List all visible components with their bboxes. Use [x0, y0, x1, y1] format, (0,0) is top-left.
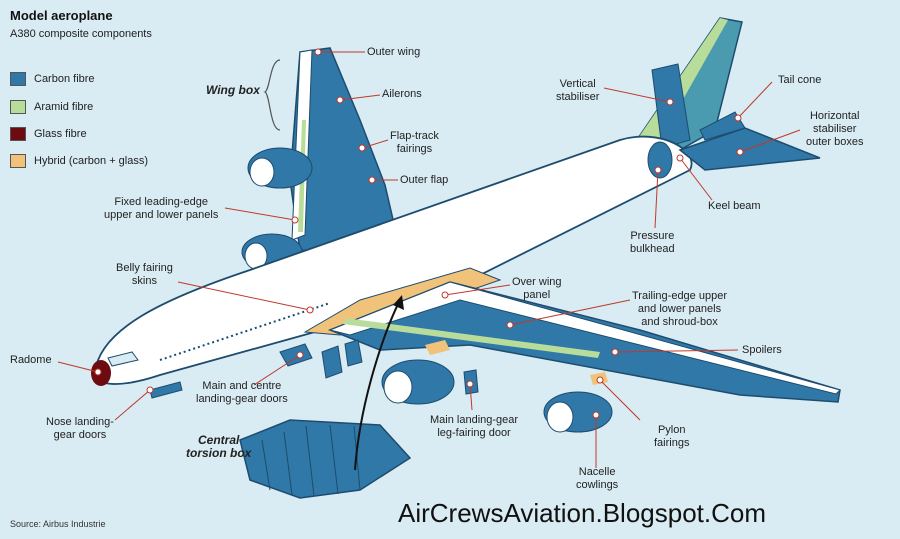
legend-item-glass: Glass fibre — [10, 127, 87, 141]
source-note: Source: Airbus Industrie — [10, 519, 106, 529]
torsion-arrow — [354, 299, 401, 471]
label-wing-box: Wing box — [206, 83, 260, 97]
over-wing-hybrid — [425, 340, 450, 355]
near-wing-aramid-strip — [343, 318, 600, 358]
wing-box-bracket — [263, 59, 281, 131]
torsion-arrowhead — [393, 295, 404, 310]
near-tailplane — [678, 127, 821, 171]
legend-item-carbon: Carbon fibre — [10, 72, 95, 86]
gear-door-3 — [344, 339, 363, 367]
near-wing — [327, 281, 841, 403]
central-torsion-box — [239, 419, 412, 499]
label-outer-flap: Outer flap — [400, 174, 449, 186]
legend-swatch — [10, 100, 26, 114]
near-engine-1-intake — [383, 370, 413, 404]
legend-label: Aramid fibre — [34, 101, 94, 113]
label-spoilers: Spoilers — [742, 344, 782, 356]
far-tailplane-top — [699, 111, 746, 141]
far-engine-1-intake — [249, 157, 275, 187]
label-ailerons: Ailerons — [382, 88, 422, 100]
legend-item-hybrid: Hybrid (carbon + glass) — [10, 154, 148, 168]
cockpit-windows — [107, 351, 139, 367]
label-radome: Radome — [10, 354, 52, 366]
label-keel-beam: Keel beam — [708, 200, 761, 212]
gear-door-1 — [279, 343, 313, 367]
pressure-bulkhead — [647, 141, 673, 179]
legend-swatch — [10, 127, 26, 141]
watermark: AirCrewsAviation.Blogspot.Com — [398, 498, 766, 528]
label-nose-landing-gear-doors: Nose landing-gear doors — [46, 416, 114, 441]
leader-dots — [94, 48, 744, 419]
legend-label: Glass fibre — [34, 128, 87, 140]
far-tailplane — [651, 63, 691, 149]
legend-swatch — [10, 72, 26, 86]
label-outer-wing: Outer wing — [367, 46, 421, 58]
diagram-title: Model aeroplane — [10, 8, 113, 23]
nose-gear-door — [149, 381, 183, 399]
legend-label: Carbon fibre — [34, 73, 95, 85]
leader-lines — [57, 51, 801, 468]
near-engine-2-intake — [546, 401, 574, 433]
fuselage — [94, 135, 693, 385]
legend-swatch — [10, 154, 26, 168]
gear-door-2 — [321, 345, 343, 379]
legend-item-aramid: Aramid fibre — [10, 100, 93, 114]
diagram-subtitle: A380 composite components — [10, 28, 152, 40]
near-wing-leading-edge — [328, 281, 841, 395]
torsion-box-ribs — [261, 424, 361, 497]
label-tail-cone: Tail cone — [778, 74, 822, 86]
legend-label: Hybrid (carbon + glass) — [34, 155, 149, 167]
